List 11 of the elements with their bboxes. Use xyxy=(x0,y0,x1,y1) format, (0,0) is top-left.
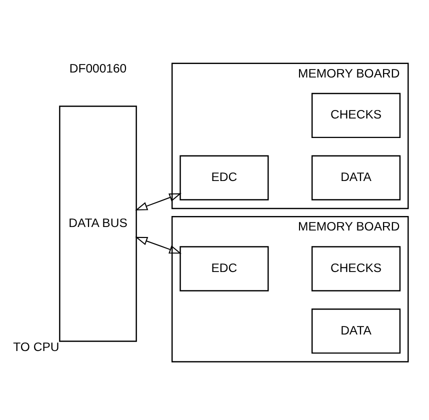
node-box: EDC xyxy=(180,246,269,291)
node-box: EDC xyxy=(180,154,269,200)
node-label: TO CPU xyxy=(13,340,60,354)
label: DF000160 xyxy=(69,61,127,76)
arrow xyxy=(135,236,182,254)
node-box: CHECKS xyxy=(311,246,401,291)
node-box: DATA xyxy=(311,308,401,354)
node-box: DATA xyxy=(311,154,401,200)
node-box: DATA BUS xyxy=(59,105,137,342)
node-box: CHECKS xyxy=(311,92,401,138)
arrow xyxy=(135,192,182,210)
